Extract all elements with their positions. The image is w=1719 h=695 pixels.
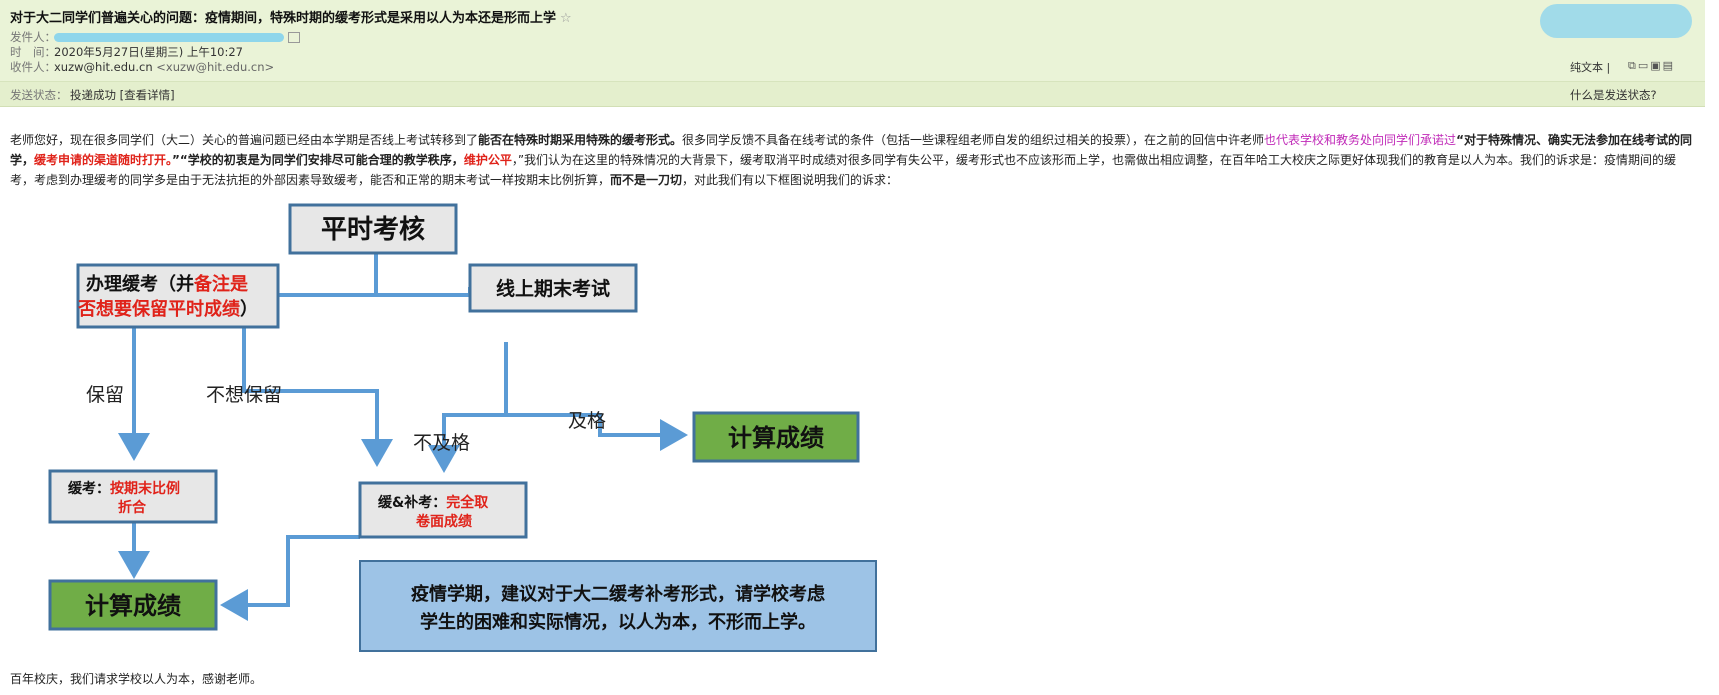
arrow-fail <box>428 342 508 473</box>
p1-b: 能否在特殊时期采用特殊的缓考形式。 <box>478 133 683 147</box>
defer-box-text-2: 折合 <box>118 499 147 516</box>
makeup-box-text-2: 卷面成绩 <box>415 513 472 530</box>
online-exam-text: 线上期末考试 <box>496 277 610 300</box>
toolbar-icons: ⧉▭▣▤ <box>1628 59 1675 73</box>
label-fail: 不及格 <box>413 432 470 454</box>
star-icon[interactable]: ☆ <box>560 11 572 26</box>
plain-text-button[interactable]: 纯文本 | <box>1570 61 1611 74</box>
arrow-pass <box>506 413 688 451</box>
subject-text: 对于大二同学们普遍关心的问题：疫情期间，特殊时期的缓考形式是采用以人为本还是形而… <box>10 11 557 26</box>
sender-redacted <box>54 33 284 42</box>
copy-icon[interactable]: ▭ <box>1637 59 1651 72</box>
p1-d: 也代表学校和教务处向同学们承诺过 <box>1264 133 1457 147</box>
print-icon[interactable]: ▤ <box>1662 59 1676 72</box>
what-is-status-link[interactable]: 什么是发送状态? <box>1570 88 1657 102</box>
status-bar: 发送状态： 投递成功 [查看详情] 什么是发送状态? <box>0 82 1705 107</box>
to-value[interactable]: xuzw@hit.edu.cn <box>54 60 153 74</box>
from-row: 发件人： <box>10 29 300 45</box>
p1-c: 很多同学反馈不具备在线考试的条件（包括一些课程组老师自发的组织过相关的投票），在… <box>682 133 1265 147</box>
email-header: 对于大二同学们普遍关心的问题：疫情期间，特殊时期的缓考形式是采用以人为本还是形而… <box>0 0 1705 82</box>
time-value: 2020年5月27日(星期三) 上午10:27 <box>54 45 243 59</box>
address-book-icon[interactable] <box>288 32 300 43</box>
online-exam-box <box>468 263 638 313</box>
account-redacted <box>1540 4 1692 38</box>
flowchart-diagram: 平时考核 办理缓考（并备注是 否想要保留平时成绩） 线上期末考试 保留 不想保留… <box>48 203 877 652</box>
to-row: 收件人：xuzw@hit.edu.cn <xuzw@hit.edu.cn> <box>10 59 274 75</box>
note-box <box>359 560 877 652</box>
status-label: 发送状态： <box>10 88 68 102</box>
defer-apply-text-1: 办理缓考（并备注是 <box>86 273 248 295</box>
p1-f: 缓考申请的渠道随时打开。 <box>34 153 173 167</box>
label-not-keep: 不想保留 <box>206 384 282 406</box>
defer-apply-box <box>76 263 280 329</box>
label-keep: 保留 <box>86 384 124 406</box>
defer-box <box>48 469 218 524</box>
note-line-2: 学生的困难和实际情况，以人为本，不形而上学。 <box>420 611 816 633</box>
makeup-box <box>358 481 528 539</box>
time-label: 时 间： <box>10 45 56 59</box>
arrow-makeup-result <box>220 535 360 621</box>
p1-a: 老师您好，现在很多同学们（大二）关心的普遍问题已经由本学期是否线上考试转移到了 <box>10 133 479 147</box>
to-label: 收件人： <box>10 60 56 74</box>
top-box <box>288 203 458 255</box>
defer-apply-text-2: 否想要保留平时成绩） <box>77 298 258 320</box>
from-label: 发件人： <box>10 30 56 44</box>
email-body-paragraph: 老师您好，现在很多同学们（大二）关心的普遍问题已经由本学期是否线上考试转移到了能… <box>10 130 1700 190</box>
result-box-left <box>48 579 218 631</box>
new-window-icon[interactable]: ⧉ <box>1628 59 1638 72</box>
arrow-not-keep <box>242 325 393 467</box>
defer-box-text-1: 缓考：按期末比例 <box>68 480 180 497</box>
print-preview-icon[interactable]: ▣ <box>1650 59 1663 72</box>
status-value[interactable]: 投递成功 [查看详情] <box>70 88 175 102</box>
top-box-text: 平时考核 <box>321 214 425 245</box>
makeup-box-text-1: 缓&补考：完全取 <box>378 494 489 511</box>
p1-e: “对于特殊情况、确实无法参加在线考试的同学， <box>10 133 1692 167</box>
result-box-right-text: 计算成绩 <box>728 424 824 452</box>
label-pass: 及格 <box>568 410 606 432</box>
p1-g: ”“学校的初衷是为同学们安排尽可能合理的教学秩序， <box>172 153 464 167</box>
to-address: <xuzw@hit.edu.cn> <box>156 60 275 74</box>
p1-k: ，对此我们有以下框图说明我们的诉求： <box>682 173 899 187</box>
result-box-left-text: 计算成绩 <box>85 592 181 620</box>
p1-i: ，”我们认为在这里的特殊情况的大背景下，缓考取消平时成绩对很多同学有失公平，缓考… <box>10 153 1677 187</box>
p1-h: 维护公平 <box>463 153 512 167</box>
p1-j: 而不是一刀切 <box>610 173 683 187</box>
email-subject: 对于大二同学们普遍关心的问题：疫情期间，特殊时期的缓考形式是采用以人为本还是形而… <box>10 7 572 26</box>
result-box-right <box>692 411 860 463</box>
note-line-1: 疫情学期，建议对于大二缓考补考形式，请学校考虑 <box>411 583 825 605</box>
closing-text: 百年校庆，我们请求学校以人为本，感谢老师。 <box>10 672 263 686</box>
time-row: 时 间：2020年5月27日(星期三) 上午10:27 <box>10 44 243 60</box>
plain-text-label: 纯文本 <box>1570 61 1603 74</box>
